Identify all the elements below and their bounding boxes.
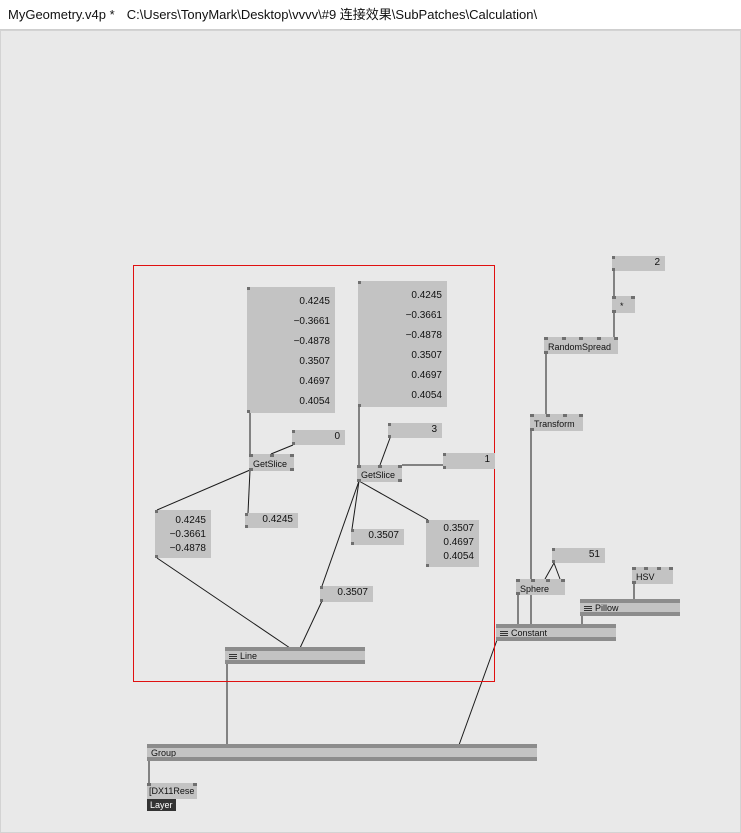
iobox-value: 0.4054 [443, 551, 474, 562]
iobox-value: 0.4245 [299, 296, 330, 307]
iobox-bin-size[interactable]: 1 [443, 453, 495, 469]
line-node[interactable]: Line [225, 647, 365, 664]
dx11-renderer-node[interactable]: [DX11Rese [147, 783, 197, 799]
patch-canvas[interactable] [0, 30, 741, 833]
iobox-value: 0 [334, 431, 340, 442]
node-label: Constant [511, 628, 548, 638]
iobox-value: 0.4697 [411, 370, 442, 381]
iobox-value: 2 [654, 257, 660, 268]
iobox-value: −0.3661 [169, 529, 206, 540]
menu-icon [500, 630, 508, 637]
iobox-value: −0.4878 [293, 336, 330, 347]
node-label: Group [151, 748, 177, 758]
iobox-value: 0.4245 [411, 290, 442, 301]
iobox-value: −0.3661 [293, 316, 330, 327]
node-label: RandomSpread [548, 342, 612, 352]
iobox-index-left[interactable]: 0 [292, 430, 345, 445]
iobox-spread-left[interactable]: 0.4245 −0.3661 −0.4878 0.3507 0.4697 0.4… [247, 287, 335, 413]
iobox-value: 0.3507 [337, 587, 368, 598]
pillow-node-label-wrap: Pillow [584, 603, 619, 613]
constant-node-label-wrap: Constant [500, 628, 547, 638]
iobox-value: 3 [431, 424, 437, 435]
iobox-value: 0.3507 [411, 350, 442, 361]
window-title-bar: MyGeometry.v4p * C:\Users\TonyMark\Deskto… [0, 0, 741, 30]
sphere-node[interactable]: Sphere [516, 579, 565, 595]
iobox-value: 0.4697 [299, 376, 330, 387]
iobox-line-input[interactable]: 0.3507 [320, 586, 373, 602]
layer-tag: Layer [147, 799, 176, 811]
pillow-node[interactable]: Pillow [580, 599, 680, 616]
getslice-node-left[interactable]: GetSlice [249, 454, 294, 471]
iobox-value: −0.4878 [405, 330, 442, 341]
iobox-value: −0.3661 [405, 310, 442, 321]
line-node-label-wrap: Line [229, 651, 257, 661]
window-title-file: MyGeometry.v4p * [8, 7, 115, 22]
randomspread-node[interactable]: RandomSpread [544, 337, 618, 354]
iobox-value: 51 [588, 549, 600, 560]
iobox-value: 0.3507 [368, 530, 399, 541]
hsv-node[interactable]: HSV [632, 567, 673, 584]
iobox-value: 1 [484, 454, 490, 465]
node-label: Sphere [520, 584, 550, 594]
iobox-index-right[interactable]: 3 [388, 423, 442, 438]
iobox-output-right-xyz[interactable]: 0.3507 0.4697 0.4054 [426, 520, 479, 567]
menu-icon [229, 653, 237, 660]
node-label: [DX11Rese [149, 786, 195, 796]
iobox-value: 0.4054 [411, 390, 442, 401]
node-label: * [620, 301, 624, 311]
iobox-count[interactable]: 2 [612, 256, 665, 271]
node-label: Transform [534, 419, 575, 429]
constant-node[interactable]: Constant [496, 624, 616, 641]
iobox-value: −0.4878 [169, 543, 206, 554]
node-label: GetSlice [253, 459, 288, 469]
multiply-node[interactable]: * [612, 296, 635, 313]
selection-rectangle [133, 265, 495, 682]
iobox-spread-right[interactable]: 0.4245 −0.3661 −0.4878 0.3507 0.4697 0.4… [358, 281, 447, 407]
menu-icon [584, 605, 592, 612]
node-label: GetSlice [361, 470, 396, 480]
iobox-output-left-xyz[interactable]: 0.4245 −0.3661 −0.4878 [155, 510, 211, 558]
window-title-path: C:\Users\TonyMark\Desktop\vvvv\#9 连接效果\S… [126, 7, 538, 22]
transform-node[interactable]: Transform [530, 414, 583, 431]
getslice-node-right[interactable]: GetSlice [357, 465, 402, 482]
node-label: Pillow [595, 603, 619, 613]
iobox-value: 0.4697 [443, 537, 474, 548]
iobox-value: 0.3507 [443, 523, 474, 534]
node-label: Line [240, 651, 258, 661]
iobox-value: 0.4054 [299, 396, 330, 407]
iobox-value: 0.4245 [262, 514, 293, 525]
node-label: HSV [636, 572, 655, 582]
iobox-value: 0.3507 [299, 356, 330, 367]
iobox-sphere-resolution[interactable]: 51 [552, 548, 605, 563]
iobox-value: 0.4245 [175, 515, 206, 526]
iobox-output-right-single[interactable]: 0.3507 [351, 529, 404, 545]
iobox-output-left-single[interactable]: 0.4245 [245, 513, 298, 528]
group-node[interactable]: Group [147, 744, 537, 761]
